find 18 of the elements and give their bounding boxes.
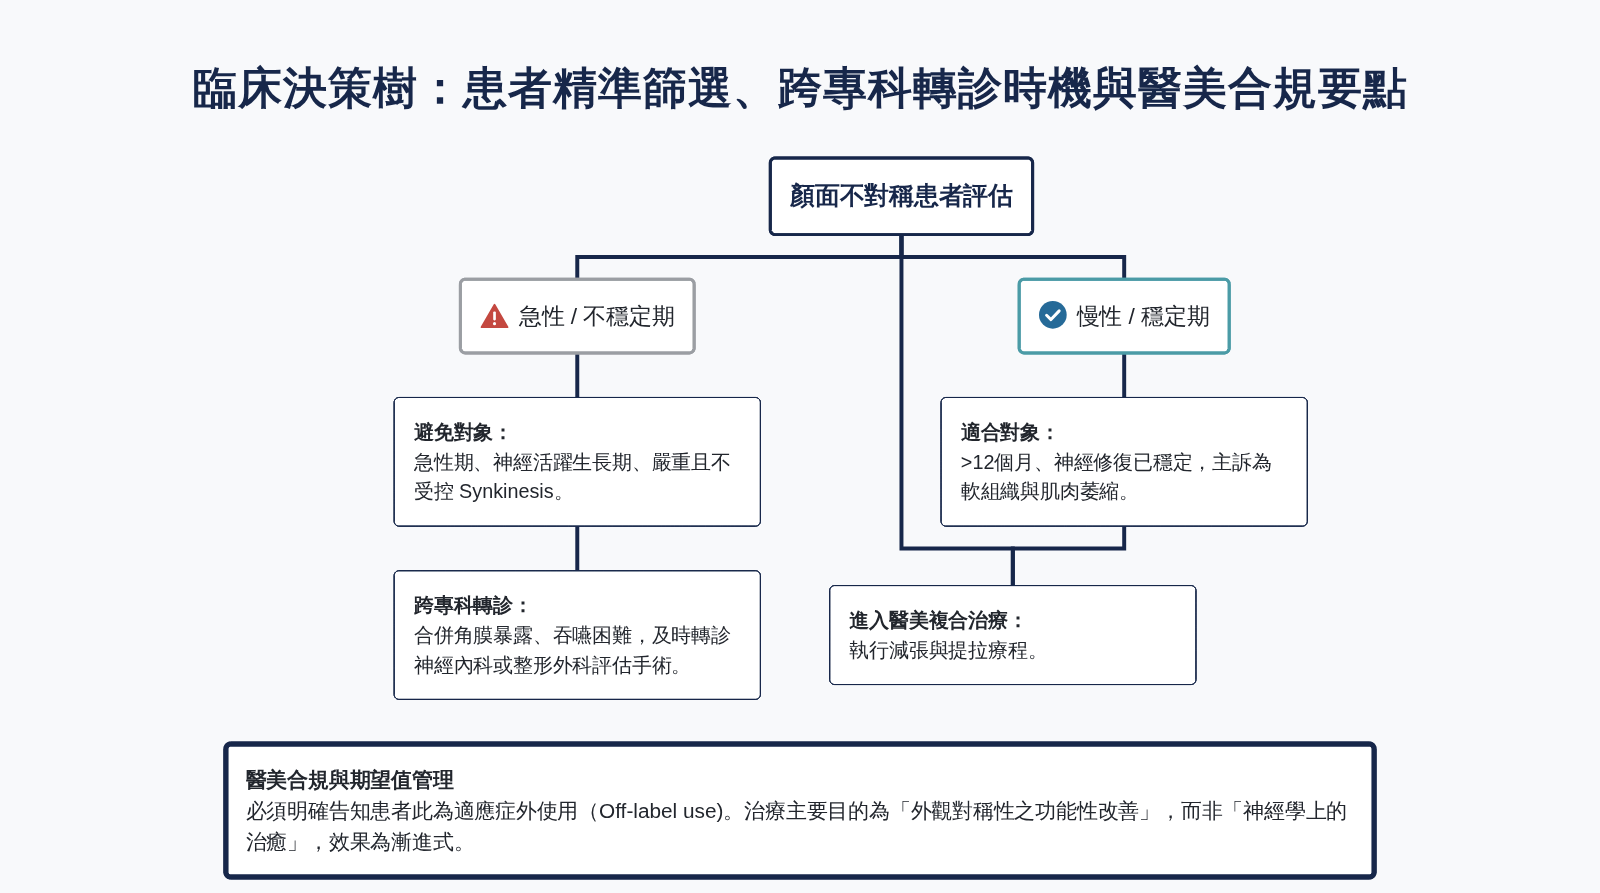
connector-line: [575, 352, 580, 398]
node-text: 慢性 / 穩定期: [1076, 302, 1210, 329]
node-text: 顏面不對稱患者評估: [790, 181, 1013, 210]
diagram-title: 臨床決策樹：患者精準篩選、跨專科轉診時機與醫美合規要點: [191, 62, 1409, 114]
node-text: 急性期、神經活躍生長期、嚴重且不受控 Synkinesis。: [413, 450, 731, 503]
node-text: 執行減張與提拉療程。: [849, 639, 1048, 661]
connector-line: [575, 526, 580, 571]
node-text: 必須明確告知患者此為適應症外使用（Off-label use)。治療主要目的為「外觀對稱性之功能性改善」，而非「神經學上的治癒」，效果為漸進式。: [245, 798, 1348, 853]
node-heading: 醫美合規與期望值管理: [245, 767, 454, 791]
node-heading: 適合對象：: [960, 421, 1060, 443]
node-heading: 跨專科轉診：: [413, 594, 533, 617]
node-heading: 避免對象：: [413, 421, 513, 443]
node-text: 急性 / 不穩定期: [518, 302, 675, 329]
node-text: 合併角膜暴露、吞嚥困難，及時轉診神經內科或整形外科評估手術。: [413, 624, 731, 676]
node-text: >12個月、神經修復已穩定，主訴為軟組織與肌肉萎縮。: [960, 450, 1272, 503]
connector-line: [1010, 526, 1127, 586]
node-heading: 進入醫美複合治療：: [849, 609, 1028, 632]
connector-line: [1122, 352, 1127, 398]
